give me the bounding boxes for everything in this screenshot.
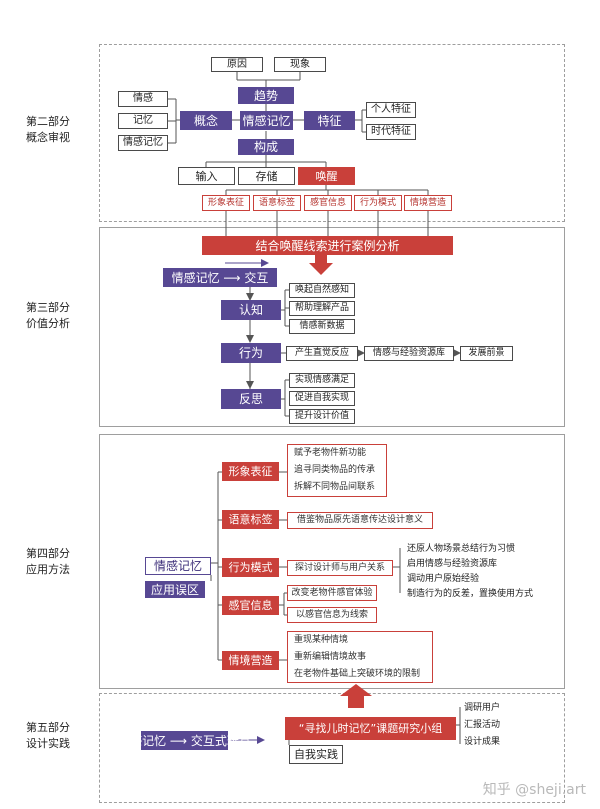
practice-steps: 调研用户 汇报活动 设计成果 bbox=[464, 703, 501, 747]
renzhi-item-3: 情感新数据 bbox=[289, 319, 355, 334]
panel-part2 bbox=[99, 44, 565, 222]
fansi-item-3: 提升设计价值 bbox=[289, 409, 355, 424]
panel-part5 bbox=[99, 693, 565, 803]
xingwei-chain-2: 情感与经验资源库 bbox=[364, 346, 454, 361]
node-toy: 情感记忆 ⟶ 交互式玩具 bbox=[118, 731, 251, 750]
xingwei-box: 探讨设计师与用户关系 bbox=[287, 560, 393, 576]
node-cunchu: 存储 bbox=[238, 167, 295, 185]
fansi-item-2: 促进自我实现 bbox=[289, 391, 355, 406]
node-yuanyin: 原因 bbox=[211, 57, 263, 72]
cue-xingxiang: 形象表征 bbox=[202, 195, 250, 211]
watermark: 知乎 @sheji.art bbox=[482, 782, 586, 798]
qingjing-list: 重现某种情境 重新编辑情境故事 在老物件基础上突破环境的限制 bbox=[287, 631, 433, 683]
node-xingwei: 行为 bbox=[221, 343, 281, 363]
node-wuqu: 应用误区 bbox=[145, 581, 205, 598]
node-renzhi: 认知 bbox=[221, 300, 281, 320]
node-shuru: 输入 bbox=[178, 167, 235, 185]
panel-part3 bbox=[99, 227, 565, 427]
node-self-practice: 自我实践 bbox=[289, 745, 343, 764]
renzhi-item-1: 唤起自然感知 bbox=[289, 283, 355, 298]
node-tezheng: 特征 bbox=[304, 111, 355, 130]
section-label-2: 第二部分 概念审视 bbox=[26, 115, 70, 144]
node-jiyi: 记忆 bbox=[118, 113, 168, 129]
xingxiang-list: 赋予老物件新功能 追寻同类物品的传承 拆解不同物品间联系 bbox=[287, 444, 387, 497]
node-core-4: 情感记忆 bbox=[145, 557, 211, 575]
xingwei-chain-1: 产生直觉反应 bbox=[286, 346, 358, 361]
cue-ganguan: 感官信息 bbox=[304, 195, 352, 211]
cat-yuyi: 语意标签 bbox=[222, 510, 279, 529]
cat-ganguan: 感官信息 bbox=[222, 596, 279, 615]
node-xianxiang: 现象 bbox=[274, 57, 326, 72]
node-geren-tezheng: 个人特征 bbox=[366, 102, 416, 118]
node-research-group: “寻找儿时记忆”课题研究小组 bbox=[285, 717, 456, 740]
cat-xingwei: 行为模式 bbox=[222, 558, 279, 577]
section-label-4: 第四部分 应用方法 bbox=[26, 547, 70, 576]
node-fansi: 反思 bbox=[221, 389, 281, 409]
panel-part4 bbox=[99, 434, 565, 689]
cat-xingxiang: 形象表征 bbox=[222, 462, 279, 481]
xingwei-chain-3: 发展前景 bbox=[460, 346, 513, 361]
cue-qingjing: 情境营造 bbox=[404, 195, 452, 211]
xingwei-list: 还原人物场景总结行为习惯 启用情感与经验资源库 调动用户原始经验 制造行为的反差… bbox=[407, 544, 534, 599]
node-qinggan-jiyi: 情感记忆 bbox=[118, 135, 168, 151]
section-label-3: 第三部分 价值分析 bbox=[26, 301, 70, 330]
yuyi-box: 借鉴物品原先语意传达设计意义 bbox=[287, 512, 433, 529]
node-core-emotional-memory: 情感记忆 bbox=[240, 111, 293, 130]
ganguan-item-1: 改变老物件感官体验 bbox=[287, 585, 377, 601]
cue-xingwei: 行为模式 bbox=[354, 195, 402, 211]
cat-qingjing: 情境营造 bbox=[222, 651, 279, 670]
node-gainian: 概念 bbox=[180, 111, 232, 130]
ganguan-item-2: 以感官信息为线索 bbox=[287, 607, 377, 623]
renzhi-item-2: 帮助理解产品 bbox=[289, 301, 355, 316]
cue-yuyi: 语意标签 bbox=[253, 195, 301, 211]
node-shidai-tezheng: 时代特征 bbox=[366, 124, 416, 140]
node-goucheng: 构成 bbox=[238, 139, 294, 155]
node-huanxing: 唤醒 bbox=[298, 167, 355, 185]
node-qushi: 趋势 bbox=[238, 87, 294, 104]
section-label-5: 第五部分 设计实践 bbox=[26, 721, 70, 750]
banner-case-analysis: 结合唤醒线索进行案例分析 bbox=[202, 236, 453, 255]
fansi-item-1: 实现情感满足 bbox=[289, 373, 355, 388]
node-qinggan: 情感 bbox=[118, 91, 168, 107]
node-interact: 情感记忆 ⟶ 交互 bbox=[163, 268, 277, 287]
